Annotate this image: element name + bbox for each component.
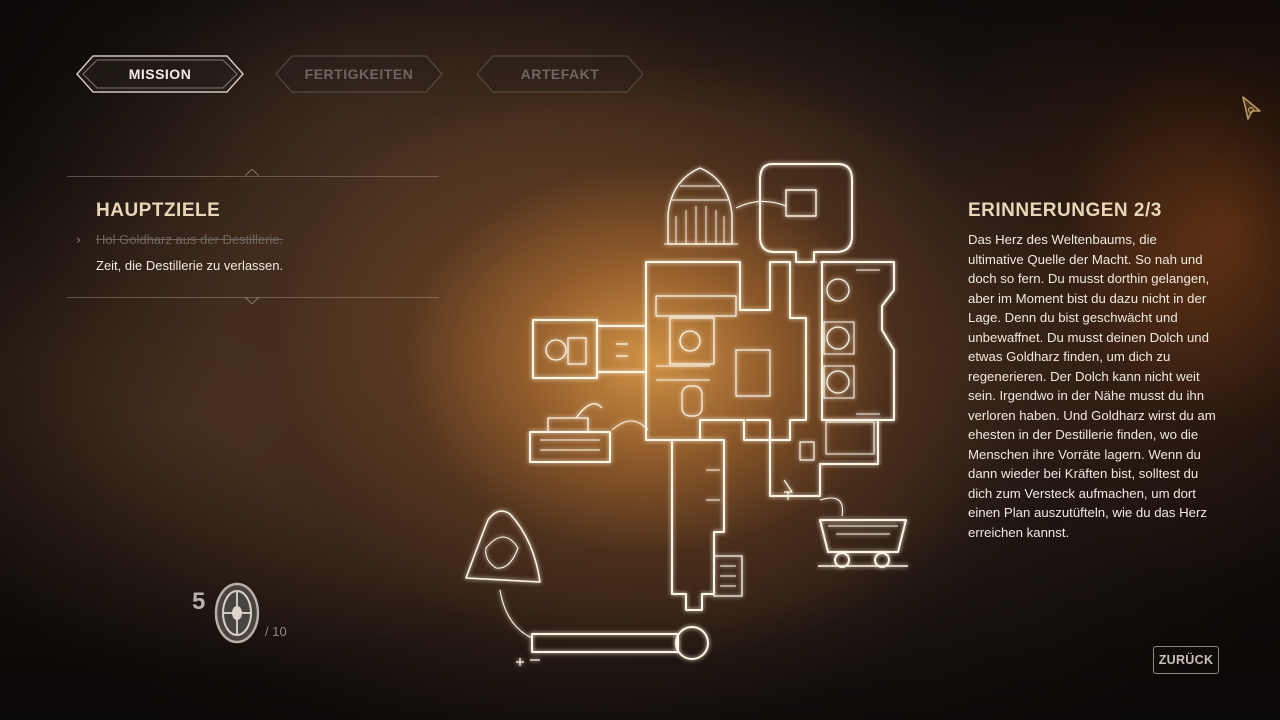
objective-completed: Hol Goldharz aus der Destillerie. [96,232,284,247]
objectives-title: HAUPTZIELE [96,200,221,221]
memories-title: ERINNERUNGEN 2/3 [968,200,1162,221]
memories-text: Das Herz des Weltenbaums, die ultimative… [968,232,1216,540]
tab-label: ARTEFAKT [520,66,600,82]
tab-fertigkeiten[interactable]: FERTIGKEITEN [274,54,444,94]
back-button[interactable]: ZURÜCK [1153,646,1219,674]
tab-artefakt[interactable]: ARTEFAKT [475,54,645,94]
tab-frame [275,55,443,93]
collectible-total: / 10 [265,624,287,639]
tab-frame [75,55,245,93]
divider-bottom [67,297,439,304]
objective-chevron-icon: › [76,233,82,248]
shield-icon [214,582,260,644]
tab-label: MISSION [128,66,192,82]
tab-frame [476,55,644,93]
divider-top [67,169,439,177]
tab-label: FERTIGKEITEN [304,66,414,82]
cursor-icon [1242,96,1261,120]
collectible-count: 5 [192,588,206,615]
tab-mission[interactable]: MISSION [75,54,245,94]
objective-current: Zeit, die Destillerie zu verlassen. [96,258,284,273]
